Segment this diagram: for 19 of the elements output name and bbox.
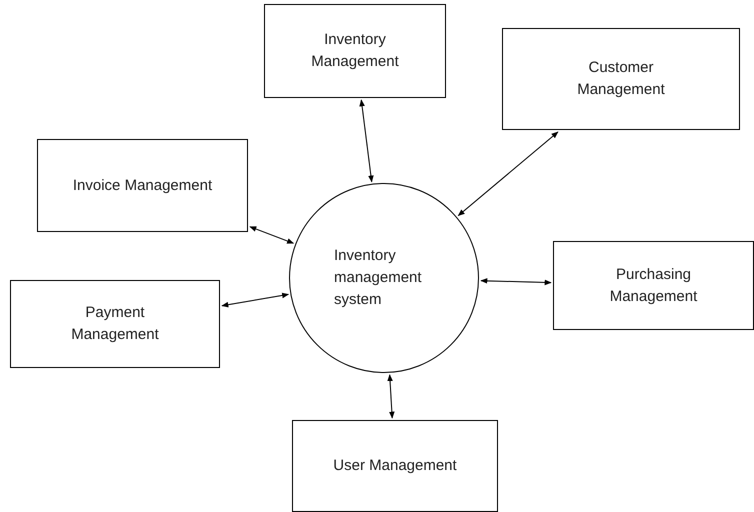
module-box (292, 420, 498, 512)
double-arrow (458, 132, 558, 216)
module-box (37, 139, 248, 232)
module-box (553, 241, 754, 330)
module-label: Inventory Management (310, 30, 400, 72)
module-label: Purchasing Management (608, 264, 698, 306)
system-label: Inventory management system (334, 246, 423, 310)
module-box (10, 280, 220, 368)
module-box (502, 28, 740, 130)
module-label: Customer Management (576, 58, 666, 100)
double-arrow (480, 278, 552, 286)
double-arrow (359, 99, 374, 182)
module-box (264, 4, 446, 98)
double-arrow (387, 374, 395, 419)
module-label: User Management (333, 456, 457, 476)
double-arrow (249, 226, 294, 244)
module-label: Invoice Management (72, 176, 212, 196)
module-label: Payment Management (70, 303, 160, 345)
double-arrow (221, 292, 290, 308)
